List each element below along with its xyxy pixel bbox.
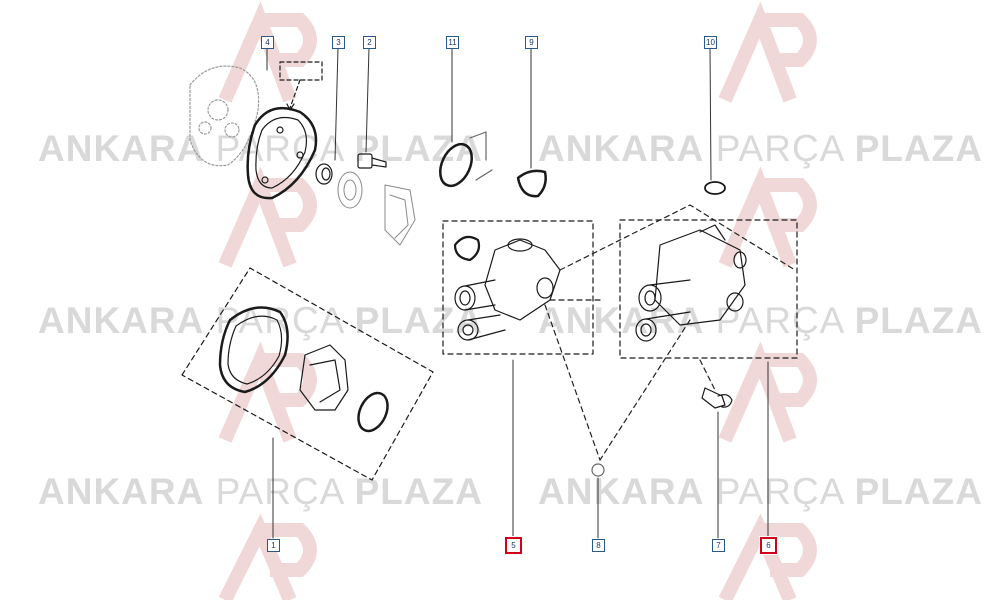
dashed-box [279, 61, 323, 81]
part-3-seal [315, 163, 333, 185]
part-4-gasket [246, 106, 318, 200]
watermark-logo-icon [718, 1, 817, 103]
callout-8[interactable]: 8 [592, 539, 605, 552]
part-6-box [619, 219, 798, 359]
part-1-box [181, 267, 434, 481]
part-6-thermostat-assembly [635, 224, 747, 342]
part-5-box [442, 220, 594, 355]
callout-11[interactable]: 11 [446, 36, 459, 49]
watermark-logo-icon [718, 341, 817, 443]
callout-5-highlighted[interactable]: 5 [504, 536, 523, 555]
callout-9[interactable]: 9 [525, 36, 538, 49]
part-8-plug [591, 463, 605, 477]
callout-10[interactable]: 10 [704, 36, 717, 49]
housing-ghost-outline [189, 65, 260, 167]
callout-3[interactable]: 3 [332, 36, 345, 49]
callout-6-highlighted[interactable]: 6 [759, 536, 778, 555]
watermark-logo-icon [718, 513, 817, 600]
watermark-logo-icon [218, 166, 317, 268]
part-11-o-ring [439, 131, 493, 188]
callout-1[interactable]: 1 [267, 539, 280, 552]
watermark-logo-icon [218, 341, 317, 443]
callout-4[interactable]: 4 [261, 36, 274, 49]
part-10-o-ring [704, 181, 726, 195]
watermark-logo-icon [218, 513, 317, 600]
leader-lines [266, 46, 769, 539]
callout-2[interactable]: 2 [363, 36, 376, 49]
part-2-bolt [357, 153, 387, 169]
impeller-ghost [337, 171, 416, 246]
part-7-bolt [701, 387, 733, 409]
callout-7[interactable]: 7 [712, 539, 725, 552]
part-1-water-pump-kit [218, 306, 389, 433]
part-5-thermostat-housing [453, 235, 601, 341]
connector-lines [544, 204, 796, 461]
watermark-logo-icon [718, 166, 817, 268]
part-9-seal [516, 169, 547, 198]
